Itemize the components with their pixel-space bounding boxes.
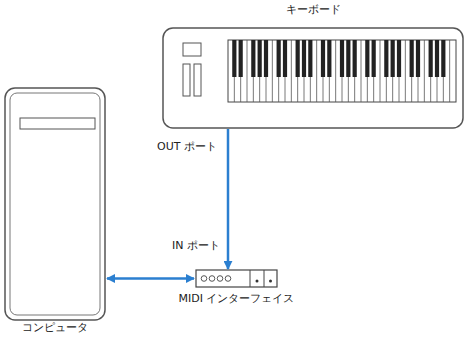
- key-edge: [316, 40, 317, 102]
- computer-node: コンピュータ: [5, 88, 105, 320]
- key-edge: [335, 40, 336, 102]
- black-key: [321, 40, 325, 77]
- black-key: [435, 40, 439, 77]
- black-key: [346, 40, 350, 77]
- black-key: [251, 40, 255, 77]
- divider: [250, 270, 251, 287]
- key-edge: [449, 40, 450, 102]
- interface-node: MIDI インターフェイス: [196, 270, 277, 287]
- signal-arrow: [107, 277, 194, 280]
- keyboard-body: [163, 28, 463, 128]
- black-key: [340, 40, 344, 77]
- computer-front: [10, 93, 100, 315]
- black-key: [302, 40, 306, 77]
- computer-case: [5, 88, 105, 320]
- key-edge: [380, 40, 381, 102]
- black-key: [353, 40, 357, 77]
- node-label: コンピュータ: [20, 321, 90, 334]
- key-edge: [272, 40, 273, 102]
- key-edge: [405, 40, 406, 102]
- pitch-wheel: [183, 64, 190, 96]
- keyboard-node: キーボード: [163, 28, 463, 128]
- drive-slot: [20, 118, 95, 129]
- black-key: [441, 40, 445, 77]
- key-edge: [361, 40, 362, 102]
- mod-wheel: [194, 64, 201, 96]
- keyboard-display: [183, 43, 201, 56]
- black-key: [232, 40, 236, 77]
- black-key: [283, 40, 287, 77]
- black-key: [277, 40, 281, 77]
- black-key: [296, 40, 300, 77]
- port-label: IN ポート: [170, 239, 222, 252]
- led: [269, 280, 272, 283]
- black-key: [391, 40, 395, 77]
- black-key: [416, 40, 420, 77]
- port-jack: [209, 276, 215, 282]
- port-jack: [225, 276, 231, 282]
- port-jack: [201, 276, 207, 282]
- key-edge: [424, 40, 425, 102]
- black-key: [429, 40, 433, 77]
- signal-arrow: [227, 129, 230, 269]
- black-key: [327, 40, 331, 77]
- interface-box: [196, 270, 277, 287]
- black-key: [410, 40, 414, 77]
- led: [256, 280, 259, 283]
- node-label: MIDI インターフェイス: [177, 292, 297, 305]
- node-label: キーボード: [284, 3, 343, 16]
- black-key: [239, 40, 243, 77]
- black-key: [308, 40, 312, 77]
- black-key: [258, 40, 262, 77]
- port-jack: [217, 276, 223, 282]
- black-key: [384, 40, 388, 77]
- keys: [232, 40, 449, 102]
- key-edge: [291, 40, 292, 102]
- black-key: [365, 40, 369, 77]
- divider: [264, 270, 265, 287]
- port-label: OUT ポート: [155, 140, 219, 153]
- black-key: [264, 40, 268, 77]
- black-key: [397, 40, 401, 77]
- key-bed: [228, 40, 456, 102]
- key-edge: [247, 40, 248, 102]
- black-key: [372, 40, 376, 77]
